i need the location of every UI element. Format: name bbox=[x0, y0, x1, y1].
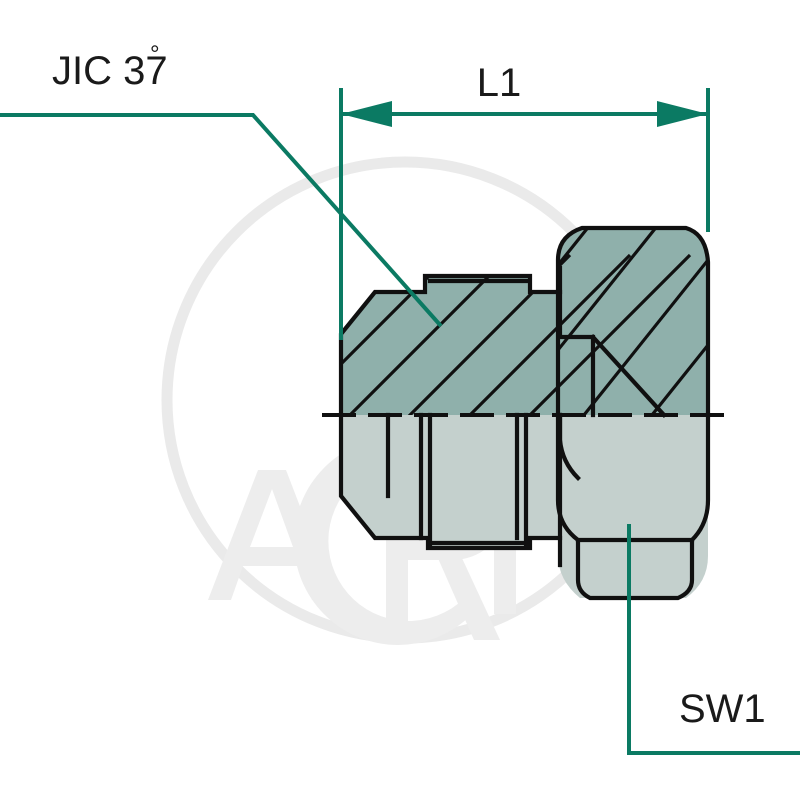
nut-chamfer-diagonal bbox=[590, 334, 667, 418]
fitting-body bbox=[341, 228, 708, 598]
l1-label: L1 bbox=[477, 61, 522, 105]
jic-label: JIC 37 bbox=[52, 49, 168, 93]
sw1-label: SW1 bbox=[679, 687, 766, 731]
shank-lower-profile bbox=[338, 412, 563, 568]
hexnut-upper-outline bbox=[555, 225, 711, 418]
shank-upper-profile bbox=[338, 265, 563, 418]
jic-degree-symbol: ° bbox=[150, 41, 160, 68]
l1-arrow-right bbox=[657, 101, 708, 127]
nut-shank-shoulder-lower bbox=[557, 412, 581, 481]
jic-leader-line bbox=[0, 113, 443, 328]
fitting-outlines bbox=[338, 225, 711, 601]
nut-shank-chamfer-upper bbox=[557, 289, 596, 418]
leader-sw1 bbox=[627, 524, 800, 755]
sw1-leader-line bbox=[627, 524, 800, 755]
l1-arrow-left bbox=[341, 101, 392, 127]
hexnut-lower-solid bbox=[558, 415, 708, 598]
leader-jic bbox=[0, 113, 443, 328]
shank-lower-solid bbox=[341, 415, 560, 548]
hexnut-lower-outline bbox=[555, 412, 711, 601]
